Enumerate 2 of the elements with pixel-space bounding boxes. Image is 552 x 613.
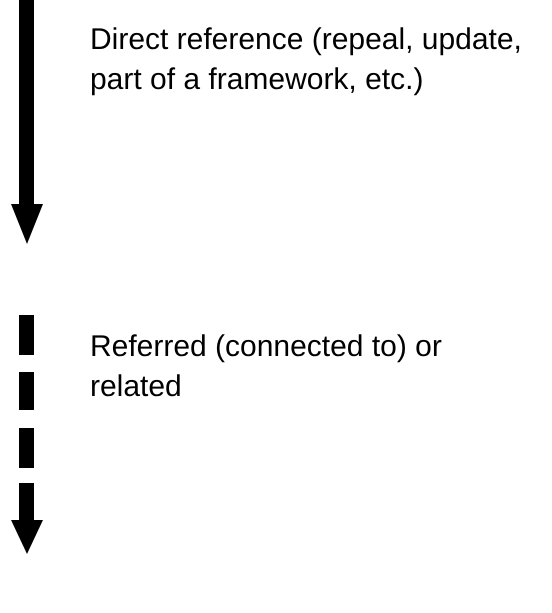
- legend-text: Direct reference (repeal, update, part of a framework, etc.): [90, 22, 523, 98]
- legend-text: Referred (connected to) or related: [90, 329, 443, 405]
